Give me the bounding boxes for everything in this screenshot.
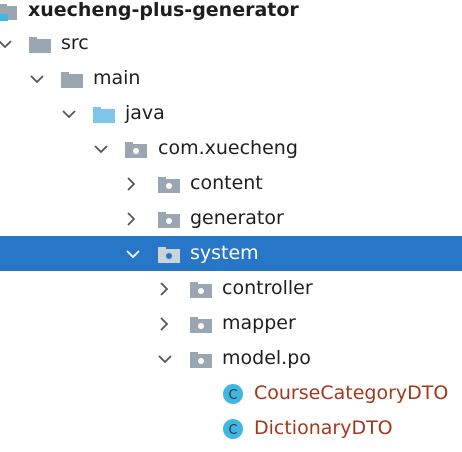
class-icon: C [221, 376, 245, 411]
tree-node-root[interactable]: xuecheng-plus-generator [0, 0, 462, 35]
tree-node-label: com.xuecheng [158, 137, 298, 159]
tree-node-label: content [190, 172, 263, 194]
tree-node-label: DictionaryDTO [254, 417, 393, 439]
chevron-down-icon[interactable] [92, 131, 110, 166]
package-icon [189, 341, 213, 376]
tree-node-label: src [61, 32, 89, 54]
package-icon [189, 271, 213, 306]
chevron-right-icon[interactable] [155, 271, 173, 306]
tree-node-label: CourseCategoryDTO [254, 382, 449, 404]
tree-node-model-po[interactable]: model.po [0, 341, 462, 376]
tree-node-com-xuecheng[interactable]: com.xuecheng [0, 131, 462, 166]
tree-node-coursecategorydto[interactable]: C CourseCategoryDTO [0, 376, 462, 411]
chevron-right-icon[interactable] [122, 201, 140, 236]
package-icon [157, 166, 181, 201]
tree-node-label: model.po [222, 347, 311, 369]
chevron-down-icon[interactable] [0, 26, 14, 61]
chevron-down-icon[interactable] [124, 236, 142, 271]
svg-text:C: C [228, 423, 237, 438]
tree-node-label: xuecheng-plus-generator [28, 0, 299, 21]
tree-node-system[interactable]: system [0, 236, 462, 271]
package-icon [189, 306, 213, 341]
source-root-folder-icon [92, 96, 116, 131]
tree-node-content[interactable]: content [0, 166, 462, 201]
chevron-down-icon[interactable] [60, 96, 78, 131]
tree-node-dictionarydto[interactable]: C DictionaryDTO [0, 411, 462, 446]
chevron-down-icon[interactable] [156, 341, 174, 376]
chevron-right-icon[interactable] [155, 306, 173, 341]
tree-node-label: main [93, 67, 141, 89]
tree-node-generator[interactable]: generator [0, 201, 462, 236]
tree-node-mapper[interactable]: mapper [0, 306, 462, 341]
tree-node-java[interactable]: java [0, 96, 462, 131]
module-folder-icon [0, 0, 18, 24]
tree-node-controller[interactable]: controller [0, 271, 462, 306]
package-icon [157, 201, 181, 236]
tree-node-label: generator [190, 207, 284, 229]
class-icon: C [221, 411, 245, 446]
tree-node-label: mapper [222, 312, 296, 334]
svg-text:C: C [228, 388, 237, 403]
tree-node-src[interactable]: src [0, 26, 462, 61]
folder-icon [28, 26, 52, 61]
chevron-right-icon[interactable] [122, 166, 140, 201]
tree-node-main[interactable]: main [0, 61, 462, 96]
package-icon [157, 236, 181, 271]
chevron-down-icon[interactable] [28, 61, 46, 96]
tree-node-label: java [125, 102, 165, 124]
package-icon [124, 131, 148, 166]
tree-node-label: system [190, 242, 259, 264]
folder-icon [60, 61, 84, 96]
tree-node-label: controller [222, 277, 313, 299]
